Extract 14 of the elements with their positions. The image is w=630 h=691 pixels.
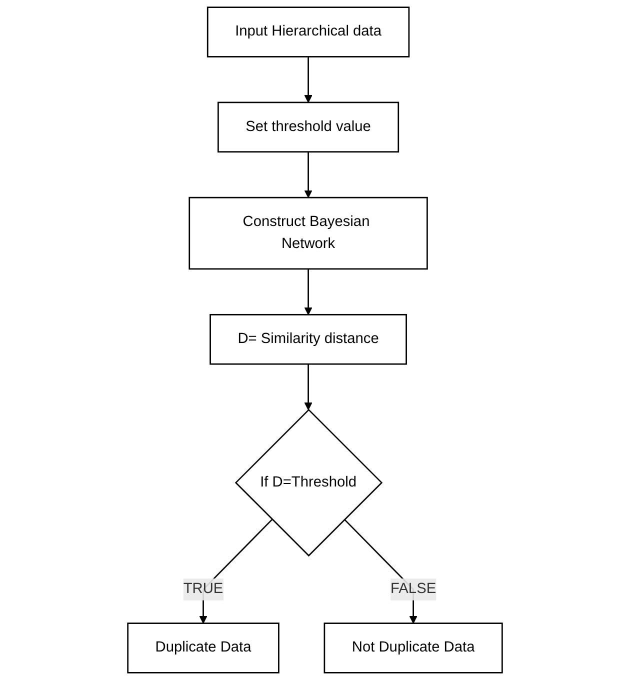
edge-label: TRUE — [183, 581, 224, 597]
arrow — [304, 56, 312, 103]
node-box — [324, 622, 503, 674]
node-box — [210, 314, 407, 365]
edge-label: FALSE — [390, 581, 436, 597]
node-box — [218, 102, 400, 153]
arrow — [304, 152, 312, 198]
node-box — [206, 6, 410, 58]
arrow — [304, 364, 312, 410]
node-box — [188, 196, 428, 270]
node-box — [127, 622, 280, 674]
arrow — [304, 268, 312, 316]
flowchart: TRUE FALSE Input Hierarchical data Set threshold value Construct Bayesian Network D= Similarity distance If D=Threshold Duplicate Data Not Duplicate Data — [5, 0, 625, 680]
node-diamond — [234, 408, 383, 557]
